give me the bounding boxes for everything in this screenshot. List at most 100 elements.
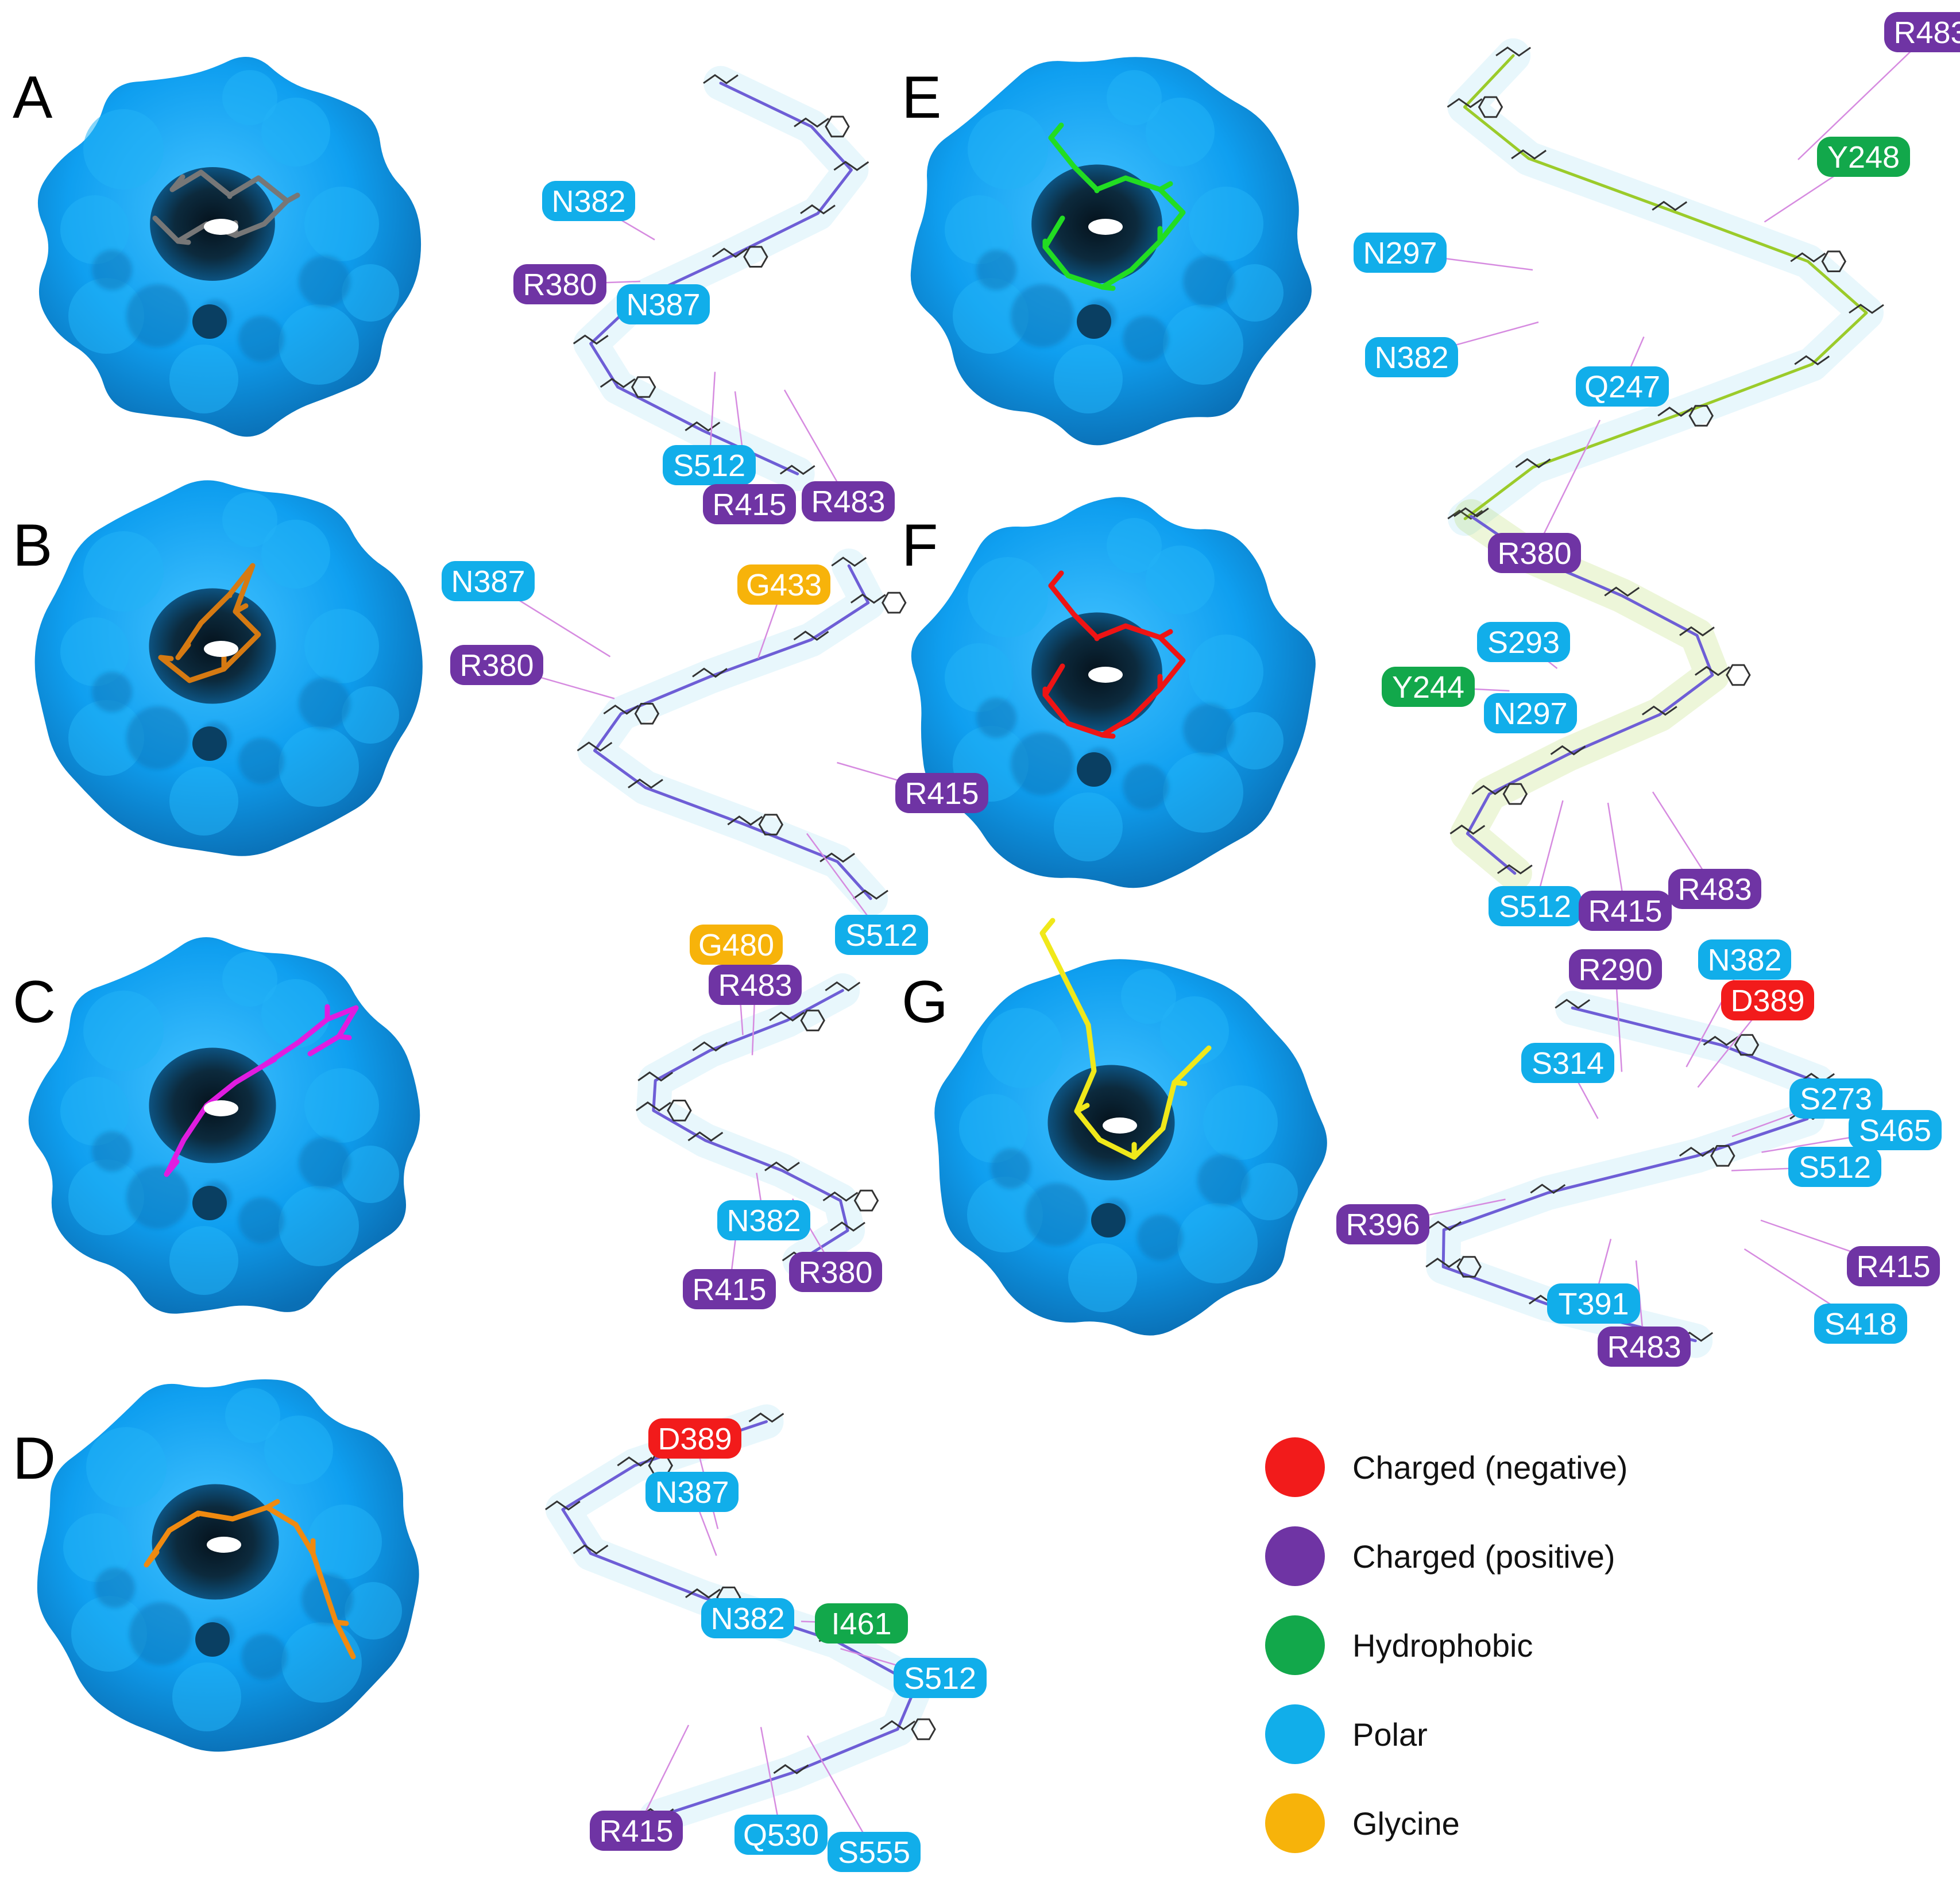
residue-G-S465: S465 — [1849, 1110, 1942, 1150]
residue-B-G433: G433 — [737, 564, 830, 605]
residue-label: S418 — [1824, 1307, 1897, 1341]
legend-item-polar: Polar — [1265, 1704, 1428, 1764]
legend-item-charged-positive: Charged (positive) — [1265, 1526, 1615, 1586]
residue-label: N297 — [1363, 236, 1437, 270]
residue-label: N382 — [1707, 943, 1781, 977]
residue-A-R380: R380 — [513, 264, 606, 304]
panel-letter-C: C — [13, 969, 56, 1035]
residue-label: N382 — [726, 1204, 801, 1238]
panel-E: E — [902, 57, 1312, 446]
residue-label: R396 — [1346, 1208, 1420, 1242]
ligand-D — [144, 1499, 356, 1660]
panel-letter-B: B — [13, 512, 52, 579]
legend-label: Charged (positive) — [1352, 1538, 1615, 1575]
residue-G-R483: R483 — [1598, 1327, 1691, 1367]
legend-label: Hydrophobic — [1352, 1627, 1533, 1664]
residue-D-S512: S512 — [894, 1658, 987, 1698]
residue-label: R483 — [1607, 1330, 1681, 1364]
residue-label: N297 — [1493, 697, 1567, 731]
interaction-line — [1797, 32, 1931, 160]
residue-label: N382 — [710, 1602, 784, 1636]
residue-G-T391: T391 — [1547, 1283, 1640, 1324]
residue-label: D389 — [658, 1422, 732, 1456]
legend-label: Glycine — [1352, 1805, 1460, 1842]
residue-label: R380 — [459, 648, 534, 683]
legend-swatch — [1265, 1615, 1325, 1675]
residue-A-R483: R483 — [802, 481, 895, 521]
residue-label: R415 — [1588, 894, 1662, 929]
interaction-diagram-C — [636, 973, 879, 1278]
panel-letter-E: E — [902, 64, 941, 131]
residue-label: R290 — [1578, 953, 1652, 987]
residue-label: R415 — [904, 776, 979, 811]
residue-C-G480: G480 — [690, 925, 783, 965]
protein-surface-F — [911, 497, 1316, 888]
ligand-G — [1039, 918, 1212, 1160]
legend-item-glycine: Glycine — [1265, 1793, 1460, 1853]
residue-A-S512: S512 — [663, 445, 756, 485]
residue-label: S512 — [1499, 890, 1571, 924]
legend-swatch — [1265, 1704, 1325, 1764]
residue-B-R380: R380 — [450, 645, 543, 685]
residue-label: S314 — [1532, 1046, 1604, 1081]
residue-label: R483 — [1677, 872, 1752, 907]
residue-C-R380: R380 — [789, 1252, 882, 1292]
residue-C-N382: N382 — [717, 1200, 810, 1240]
protein-surface-D — [37, 1379, 419, 1752]
residue-D-R415: R415 — [590, 1811, 683, 1851]
panel-letter-F: F — [902, 512, 938, 579]
residue-D-N382: N382 — [701, 1598, 794, 1638]
residue-label: T391 — [1558, 1287, 1629, 1321]
residue-D-N387: N387 — [645, 1472, 739, 1512]
protein-surface-G — [934, 959, 1327, 1336]
ligand-F — [1042, 570, 1186, 739]
interaction-diagram-A — [573, 65, 869, 492]
residue-G-R396: R396 — [1336, 1204, 1429, 1244]
legend-label: Charged (negative) — [1352, 1449, 1627, 1486]
residue-F-S293: S293 — [1477, 622, 1570, 662]
residue-label: R415 — [712, 488, 786, 522]
ligand-B — [158, 563, 261, 683]
residue-A-N382: N382 — [542, 181, 635, 221]
residue-label: S465 — [1859, 1113, 1931, 1148]
residue-label: Y248 — [1827, 140, 1900, 175]
residue-label: G480 — [698, 928, 774, 962]
residue-E-N382: N382 — [1365, 337, 1458, 377]
panel-C: C — [13, 937, 420, 1314]
legend-swatch — [1265, 1526, 1325, 1586]
residue-G-R290: R290 — [1569, 949, 1662, 989]
interaction-line — [1533, 419, 1601, 554]
residue-label: R483 — [811, 485, 885, 519]
residue-label: S512 — [1799, 1150, 1871, 1185]
panel-letter-G: G — [902, 969, 948, 1035]
residue-label: Q247 — [1584, 370, 1660, 404]
residue-G-S314: S314 — [1521, 1043, 1614, 1083]
residue-E-Q247: Q247 — [1576, 366, 1669, 407]
panel-F: F — [902, 497, 1316, 888]
residue-D-I461: I461 — [815, 1603, 908, 1643]
residue-G-N382: N382 — [1698, 939, 1791, 980]
residue-label: N387 — [626, 288, 700, 322]
residue-label: N382 — [551, 184, 625, 219]
residue-E-Y248: Y248 — [1817, 137, 1910, 177]
residue-label: Q530 — [743, 1818, 819, 1853]
legend-label: Polar — [1352, 1716, 1428, 1753]
legend-swatch — [1265, 1793, 1325, 1853]
residue-label: S512 — [673, 448, 745, 483]
legend: Charged (negative) Charged (positive) Hydr… — [1265, 1437, 1627, 1853]
residue-F-R415: R415 — [1579, 891, 1672, 931]
ligand-C — [164, 1004, 359, 1177]
protein-surface-B — [34, 480, 423, 856]
panel-B: B — [13, 480, 423, 856]
residue-G-D389: D389 — [1721, 980, 1814, 1020]
legend-item-hydrophobic: Hydrophobic — [1265, 1615, 1533, 1675]
legend-swatch — [1265, 1437, 1325, 1497]
residue-F-N297: N297 — [1484, 693, 1577, 733]
residue-label: N387 — [655, 1475, 729, 1510]
residue-label: N387 — [451, 564, 525, 599]
legend-item-charged-negative: Charged (negative) — [1265, 1437, 1627, 1497]
ligand-E — [1042, 122, 1186, 291]
residue-label: R380 — [798, 1255, 872, 1290]
protein-surface-C — [28, 937, 420, 1314]
